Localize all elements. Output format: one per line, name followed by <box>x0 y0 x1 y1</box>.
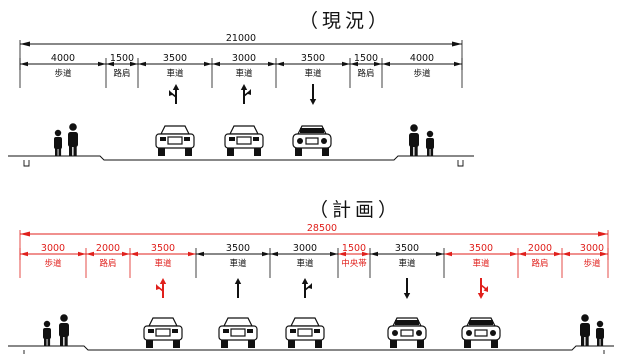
pedestrian-icon <box>59 314 69 346</box>
straight-right-arrow-icon <box>240 84 251 104</box>
existing-section: （現況） 21000 <box>8 10 474 167</box>
existing-total-label: 21000 <box>226 33 256 44</box>
existing-seg-label: 車道 <box>166 68 184 79</box>
existing-heading: （現況） <box>299 10 391 32</box>
existing-seg-width: 1500 <box>354 53 378 64</box>
pedestrian-icon <box>596 320 604 346</box>
planned-seg-width: 3500 <box>226 243 250 254</box>
planned-total-label: 28500 <box>307 223 337 234</box>
planned-seg-label: 路肩 <box>99 258 116 269</box>
car-icon <box>143 317 183 348</box>
existing-cars <box>155 125 332 156</box>
car-rear-icon <box>461 317 501 348</box>
planned-seg-width: 3500 <box>469 243 493 254</box>
planned-lane-arrows <box>156 278 488 299</box>
pedestrian-group-left <box>54 123 78 156</box>
planned-cars <box>143 317 501 348</box>
pedestrian-icon <box>43 320 51 346</box>
existing-seg-width: 4000 <box>410 53 434 64</box>
car-rear-icon <box>387 317 427 348</box>
existing-seg-width: 3500 <box>301 53 325 64</box>
planned-seg-label: 車道 <box>398 258 416 269</box>
pedestrian-group-right <box>409 124 434 156</box>
planned-seg-label: 車道 <box>229 258 247 269</box>
existing-seg-width: 4000 <box>51 53 75 64</box>
planned-seg-width: 3500 <box>151 243 175 254</box>
planned-seg-width: 3000 <box>293 243 317 254</box>
car-icon <box>155 125 195 156</box>
pedestrian-icon <box>54 129 62 156</box>
car-icon <box>285 317 325 348</box>
car-icon <box>218 317 258 348</box>
down-arrow-icon <box>309 84 317 105</box>
planned-seg-width: 2000 <box>528 243 552 254</box>
existing-seg-width: 3500 <box>163 53 187 64</box>
planned-seg-width: 3000 <box>41 243 65 254</box>
existing-seg-label: 路肩 <box>357 68 374 79</box>
pedestrian-icon <box>580 314 590 346</box>
planned-seg-label: 中央帯 <box>341 258 367 269</box>
existing-seg-width: 1500 <box>110 53 134 64</box>
existing-total-dimension: 21000 <box>19 33 463 70</box>
planned-seg-label: 歩道 <box>583 258 601 269</box>
car-icon <box>224 125 264 156</box>
straight-left-arrow-icon <box>169 84 180 104</box>
car-rear-icon <box>292 125 332 156</box>
pedestrian-icon <box>426 130 434 156</box>
existing-seg-label: 路肩 <box>113 68 130 79</box>
planned-section: （計画） 28500 <box>8 199 614 354</box>
existing-seg-label: 歩道 <box>413 68 431 79</box>
right-turn-arrow-icon <box>477 278 488 299</box>
straight-right-arrow-icon <box>301 278 312 298</box>
existing-ground-line <box>8 155 474 167</box>
planned-seg-width: 3000 <box>580 243 604 254</box>
planned-heading: （計画） <box>309 199 401 221</box>
planned-seg-label: 車道 <box>154 258 172 269</box>
left-turn-arrow-icon <box>156 278 167 298</box>
planned-seg-width: 2000 <box>96 243 120 254</box>
planned-segment-dimensions: 3000 2000 3500 3500 3000 1500 3500 3500 … <box>19 243 609 278</box>
up-arrow-icon <box>234 278 242 298</box>
planned-seg-label: 車道 <box>472 258 490 269</box>
existing-seg-label: 歩道 <box>54 68 72 79</box>
planned-seg-width: 1500 <box>342 243 366 254</box>
existing-lane-arrows <box>169 84 317 105</box>
existing-seg-label: 車道 <box>304 68 322 79</box>
existing-segment-dimensions: 4000 1500 3500 3000 3500 1500 4000 歩道 路肩… <box>19 53 463 88</box>
down-arrow-icon <box>403 278 411 299</box>
planned-seg-label: 路肩 <box>531 258 548 269</box>
pedestrian-group-right <box>580 314 604 346</box>
planned-seg-width: 3500 <box>395 243 419 254</box>
pedestrian-icon <box>68 123 78 156</box>
existing-seg-width: 3000 <box>232 53 256 64</box>
planned-ground-line <box>8 345 614 354</box>
planned-seg-label: 歩道 <box>44 258 62 269</box>
pedestrian-group-left <box>43 314 69 346</box>
existing-seg-label: 車道 <box>235 68 253 79</box>
planned-seg-label: 車道 <box>296 258 314 269</box>
pedestrian-icon <box>409 124 419 156</box>
